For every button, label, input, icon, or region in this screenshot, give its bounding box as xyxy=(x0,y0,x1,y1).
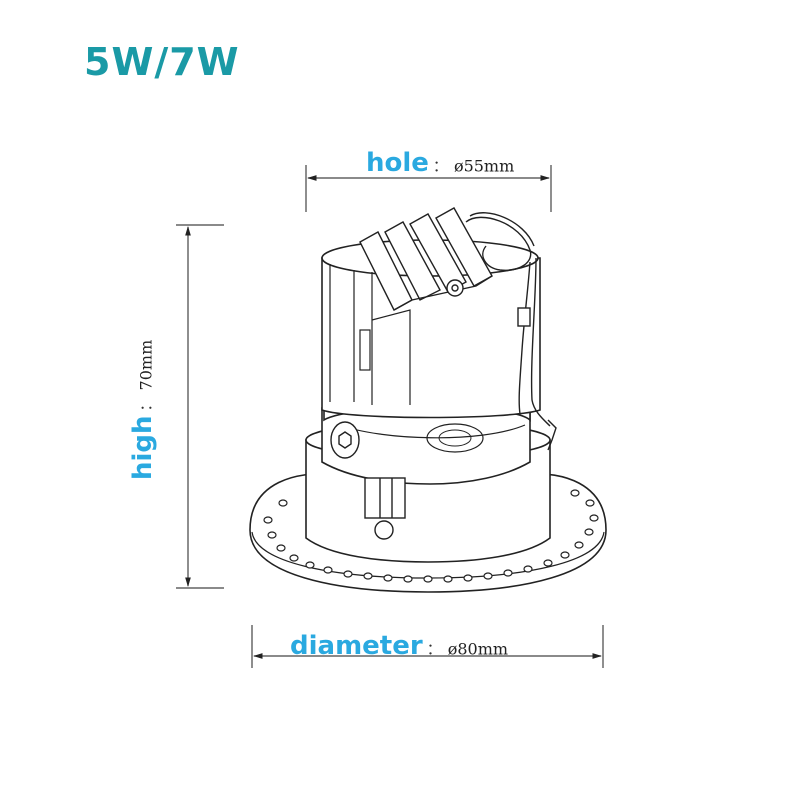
hole-value: ø55mm xyxy=(453,156,515,176)
hole-separator: ： xyxy=(432,157,448,175)
spring-clip xyxy=(446,212,557,451)
high-dimension-line xyxy=(176,224,224,589)
flange-holes xyxy=(263,489,599,583)
hole-dimension-line xyxy=(305,165,552,212)
hex-screw xyxy=(330,421,360,459)
hole-keyword: hole xyxy=(366,148,429,178)
page-title: 5W/7W xyxy=(84,40,240,84)
upper-body xyxy=(321,239,541,419)
diameter-value: ø80mm xyxy=(447,639,509,659)
hole-dimension-label: hole： ø55mm xyxy=(366,150,514,176)
clip-tab xyxy=(364,477,406,540)
diameter-separator: ： xyxy=(426,640,442,658)
heat-sink xyxy=(359,207,493,311)
diameter-dimension-line xyxy=(251,625,604,668)
